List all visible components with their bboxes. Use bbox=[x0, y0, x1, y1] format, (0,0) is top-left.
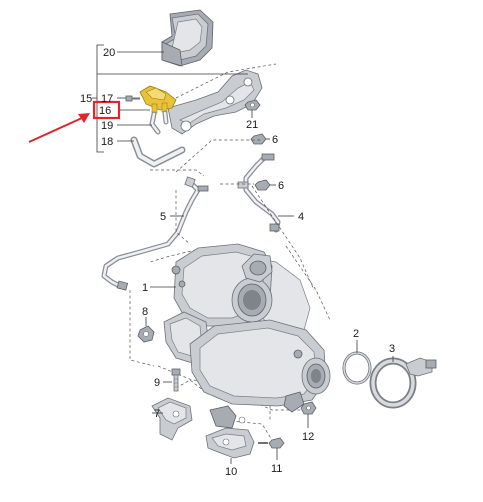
bolt-9 bbox=[171, 368, 181, 392]
callout-11: 11 bbox=[271, 463, 282, 475]
leader-lines bbox=[97, 51, 394, 464]
nut-21 bbox=[244, 99, 261, 111]
sensor-bracket bbox=[167, 69, 263, 135]
callout-17: 17 bbox=[101, 93, 113, 105]
catalytic-converter bbox=[163, 243, 331, 413]
support-bracket-7 bbox=[151, 397, 193, 441]
callout-6-lower: 6 bbox=[278, 180, 284, 192]
callout-6-upper: 6 bbox=[272, 134, 278, 146]
bolt-17 bbox=[125, 95, 140, 102]
callout-labels: 20 15 17 16 19 18 21 6 6 5 4 1 8 2 3 9 7… bbox=[80, 47, 395, 478]
callout-21: 21 bbox=[246, 119, 258, 131]
callout-18: 18 bbox=[101, 136, 113, 148]
bolt-6-lower bbox=[254, 179, 271, 191]
callout-8: 8 bbox=[142, 306, 148, 318]
hose-18 bbox=[130, 136, 186, 168]
callout-4: 4 bbox=[298, 211, 304, 223]
pressure-pipe-5 bbox=[101, 176, 209, 291]
support-bracket-10 bbox=[205, 405, 255, 459]
pressure-pipe-4 bbox=[237, 153, 281, 233]
exhaust-clamp bbox=[369, 357, 437, 409]
heat-shield-cover bbox=[161, 9, 214, 67]
callout-7: 7 bbox=[154, 408, 160, 420]
highlight-marker bbox=[28, 100, 121, 143]
callout-2: 2 bbox=[353, 328, 359, 340]
hose-19 bbox=[149, 110, 169, 135]
gasket-ring bbox=[342, 351, 372, 385]
group-bracket-15 bbox=[92, 44, 104, 153]
callout-9: 9 bbox=[154, 377, 160, 389]
callout-1: 1 bbox=[142, 282, 148, 294]
callout-19: 19 bbox=[101, 120, 113, 132]
bolt-6-upper bbox=[250, 133, 267, 145]
callout-5: 5 bbox=[160, 211, 166, 223]
nut-12 bbox=[300, 401, 317, 415]
nut-8 bbox=[137, 325, 155, 343]
callout-10: 10 bbox=[225, 466, 237, 478]
callout-20: 20 bbox=[103, 47, 115, 59]
bolt-11 bbox=[258, 437, 285, 449]
callout-3: 3 bbox=[389, 343, 395, 355]
callout-15: 15 bbox=[80, 93, 92, 105]
callout-16: 16 bbox=[99, 105, 111, 117]
callout-12: 12 bbox=[302, 431, 314, 443]
